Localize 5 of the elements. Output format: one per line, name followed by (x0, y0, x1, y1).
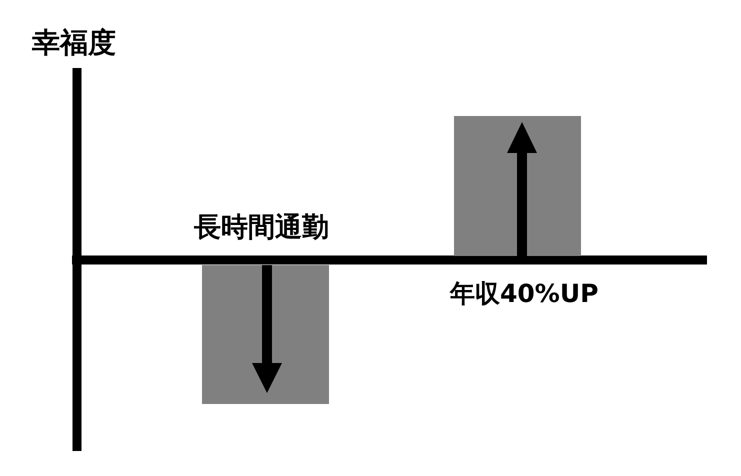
bar-block (454, 116, 581, 256)
bar-caption: 年収40%UP (450, 280, 598, 308)
bar-caption: 長時間通勤 (194, 213, 329, 243)
axis-title: 幸福度 (32, 28, 116, 59)
bar-block (202, 265, 329, 404)
